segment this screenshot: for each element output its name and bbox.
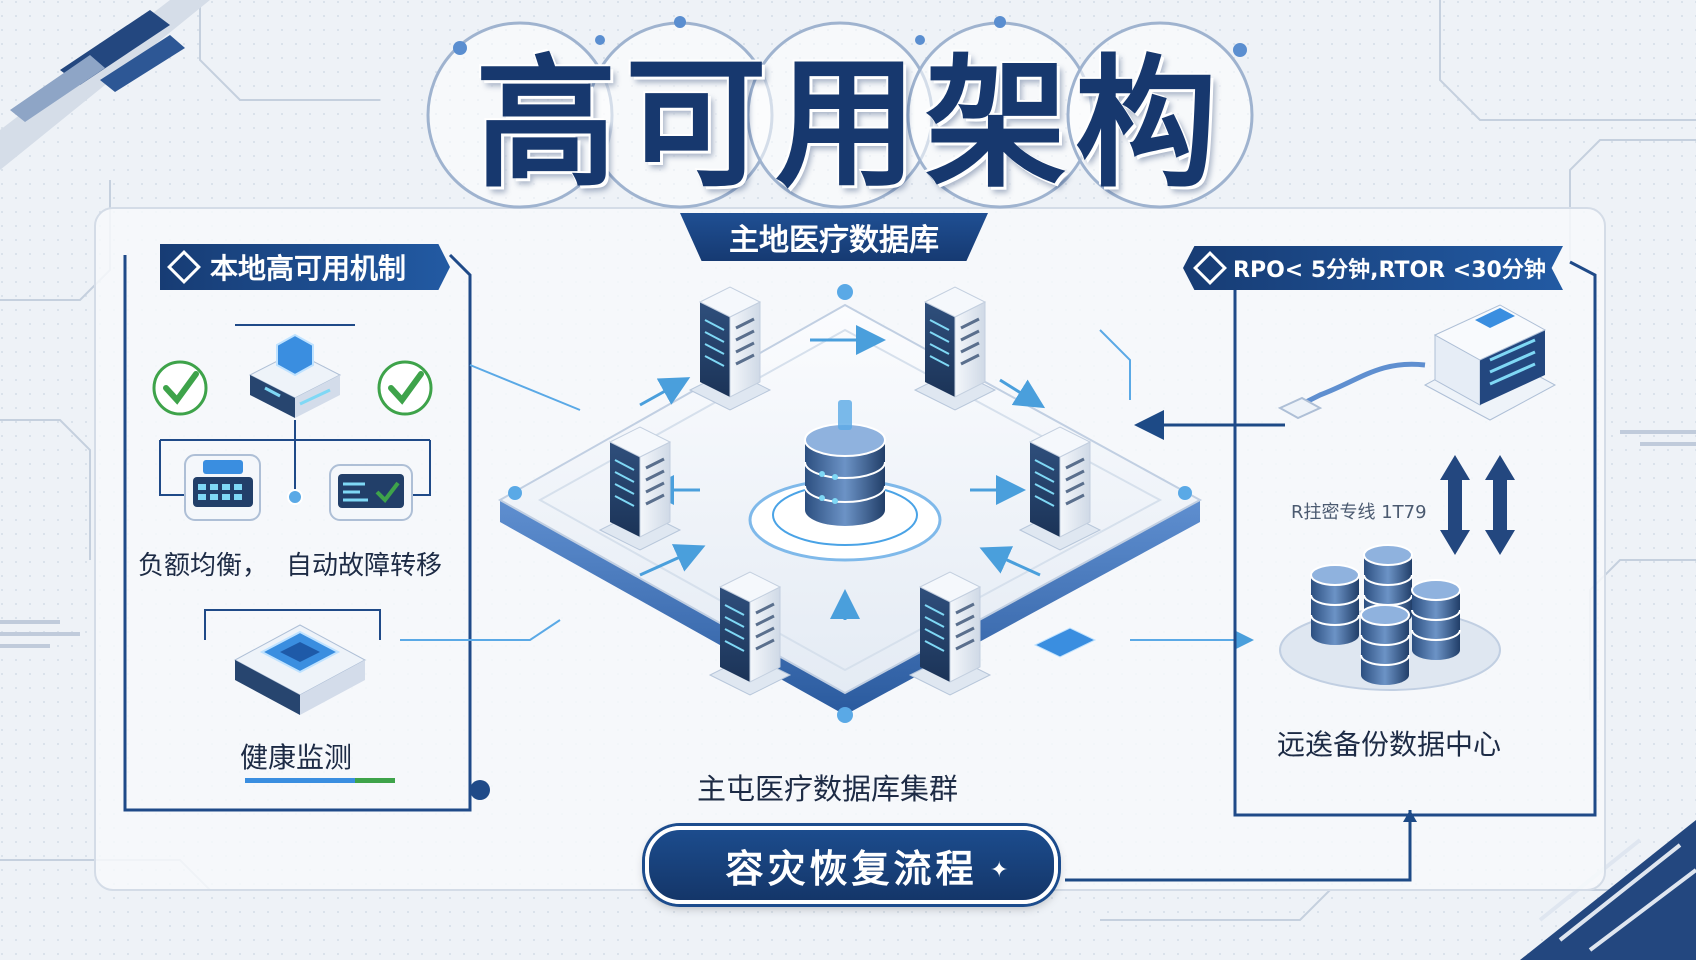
- left-panel: [123, 253, 490, 812]
- check-icon-right: [377, 360, 433, 416]
- remote-dc-caption: 远逘备份数据中心: [1277, 728, 1502, 761]
- subtitle-text: 主地医疗数据库: [729, 223, 939, 258]
- local-ha-header: 本地高可用机制: [160, 244, 450, 290]
- dr-process-button[interactable]: 容灾恢复流程: [645, 826, 1058, 904]
- title-block: 高可用架构: [415, 30, 1285, 220]
- load-balance-caption: 负额均衡，: [138, 551, 269, 581]
- failover-caption: 自动故障转移: [286, 551, 443, 581]
- rpo-rto-header: RPO< 5分钟,RTOR <30分钟: [1183, 246, 1563, 290]
- right-panel: [1233, 260, 1597, 817]
- dr-process-label: 容灾恢复流程: [725, 846, 978, 891]
- cluster-caption: 主屯医疗数据库集群: [697, 772, 959, 806]
- rpo-rto-text: RPO< 5分钟,RTOR <30分钟: [1233, 258, 1546, 283]
- subtitle-ribbon: 主地医疗数据库: [680, 213, 988, 261]
- main-title: 高可用架构: [475, 42, 1225, 207]
- corner-deco-topleft: [0, 0, 210, 170]
- health-monitor-caption: 健康监测: [240, 741, 353, 774]
- central-database-icon: [804, 400, 886, 526]
- check-icon-left: [152, 360, 208, 416]
- dedicated-line-label: R拄密专线 1T79: [1291, 502, 1427, 523]
- local-ha-header-text: 本地高可用机制: [210, 252, 407, 285]
- sparkle-icon: ✦: [990, 858, 1009, 883]
- cluster-platform: [497, 284, 1203, 723]
